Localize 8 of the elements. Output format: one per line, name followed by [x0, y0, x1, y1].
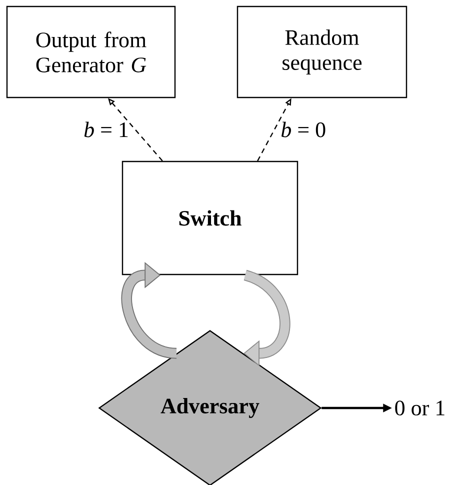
edge-label: b = 1 [84, 122, 128, 138]
output-text: 0 or 1 [395, 400, 444, 416]
edge-label: b = 0 [281, 122, 326, 138]
arrow [121, 262, 178, 359]
text-box: Random sequence [236, 6, 408, 98]
switch-box: Switch [122, 160, 298, 276]
text-box: Output from Generator G [6, 6, 176, 98]
arrow [243, 270, 290, 366]
